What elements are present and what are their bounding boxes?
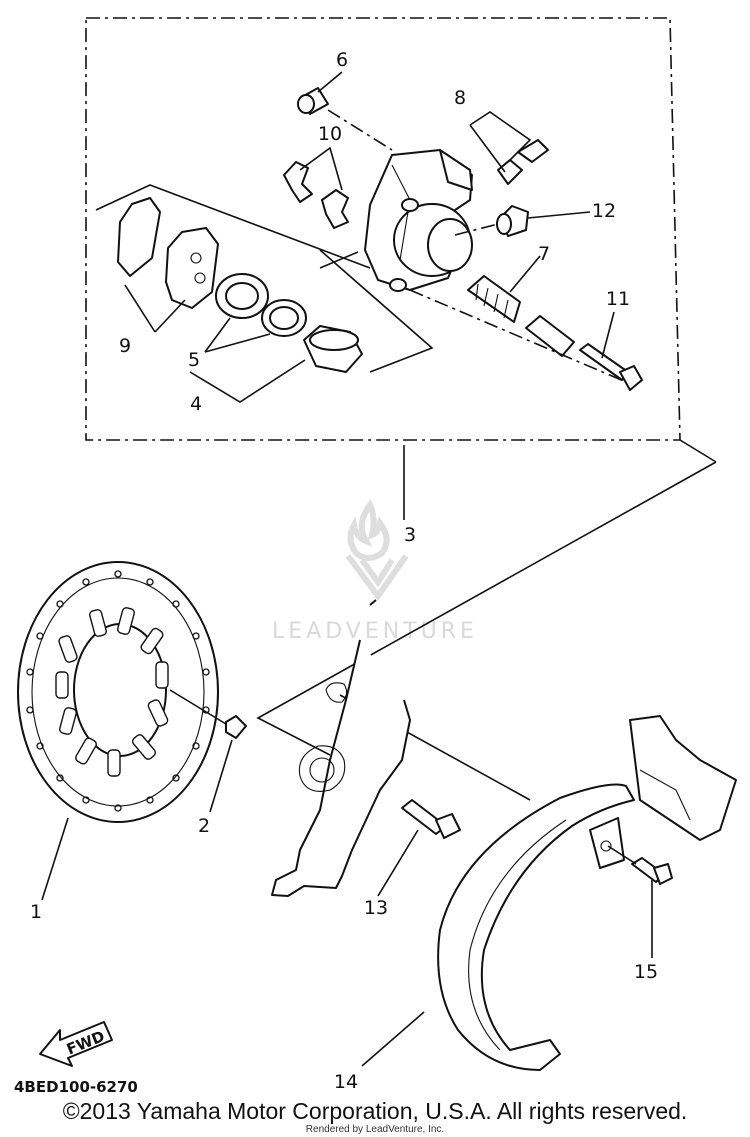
part-13-caliper-bolt: [401, 799, 461, 839]
part-15-guard-bolt: [631, 857, 673, 885]
part-12-cap: [496, 205, 529, 237]
part-7-boot: [467, 275, 521, 323]
part-5-piston-seals: [215, 273, 307, 337]
callout-13: 13: [364, 897, 388, 919]
part-1-brake-disc: [17, 561, 219, 823]
diagram-code: 4BED100-6270: [14, 1078, 138, 1096]
callout-15: 15: [634, 961, 658, 983]
fwd-arrow-icon: FWD: [39, 1021, 113, 1067]
callout-8: 8: [454, 87, 466, 109]
rendered-by-credit: Rendered by LeadVenture, Inc.: [305, 1124, 445, 1135]
callout-10: 10: [318, 123, 342, 145]
callout-14: 14: [334, 1071, 358, 1093]
caliper-slide-pin: [525, 315, 575, 357]
callout-9: 9: [119, 335, 131, 357]
callout-3: 3: [404, 524, 416, 546]
callout-4: 4: [190, 393, 202, 415]
part-10-pad-clips: [283, 161, 349, 229]
callout-2: 2: [198, 815, 210, 837]
part-4-piston: [303, 325, 363, 373]
leader-11-axis: [409, 289, 627, 383]
caliper-body: [364, 149, 473, 292]
callout-12: 12: [592, 200, 616, 222]
front-fork-leg: [271, 599, 411, 897]
part-11-bolt: [579, 343, 643, 391]
disc-vent-slots: [55, 607, 169, 777]
disc-drill-holes: [26, 570, 210, 812]
part-8-bleed-screw: [497, 139, 549, 185]
watermark-text: LEADVENTURE: [272, 619, 478, 644]
callout-6: 6: [336, 49, 348, 71]
copyright-notice: ©2013 Yamaha Motor Corporation, U.S.A. A…: [62, 1098, 688, 1124]
leader-6-axis: [327, 109, 393, 151]
callout-7: 7: [538, 243, 550, 265]
leadventure-watermark: LEADVENTURE: [272, 499, 478, 644]
callout-11: 11: [606, 288, 630, 310]
part-6-bush: [297, 87, 329, 115]
part-9-brake-pads: [117, 197, 219, 309]
callout-5: 5: [188, 349, 200, 371]
watermark-logo-icon: [345, 499, 409, 602]
part-2-disc-bolt: [225, 715, 247, 739]
leader-12-axis: [454, 223, 499, 236]
part-14-disc-guard: [437, 715, 737, 1071]
callout-1: 1: [30, 901, 42, 923]
